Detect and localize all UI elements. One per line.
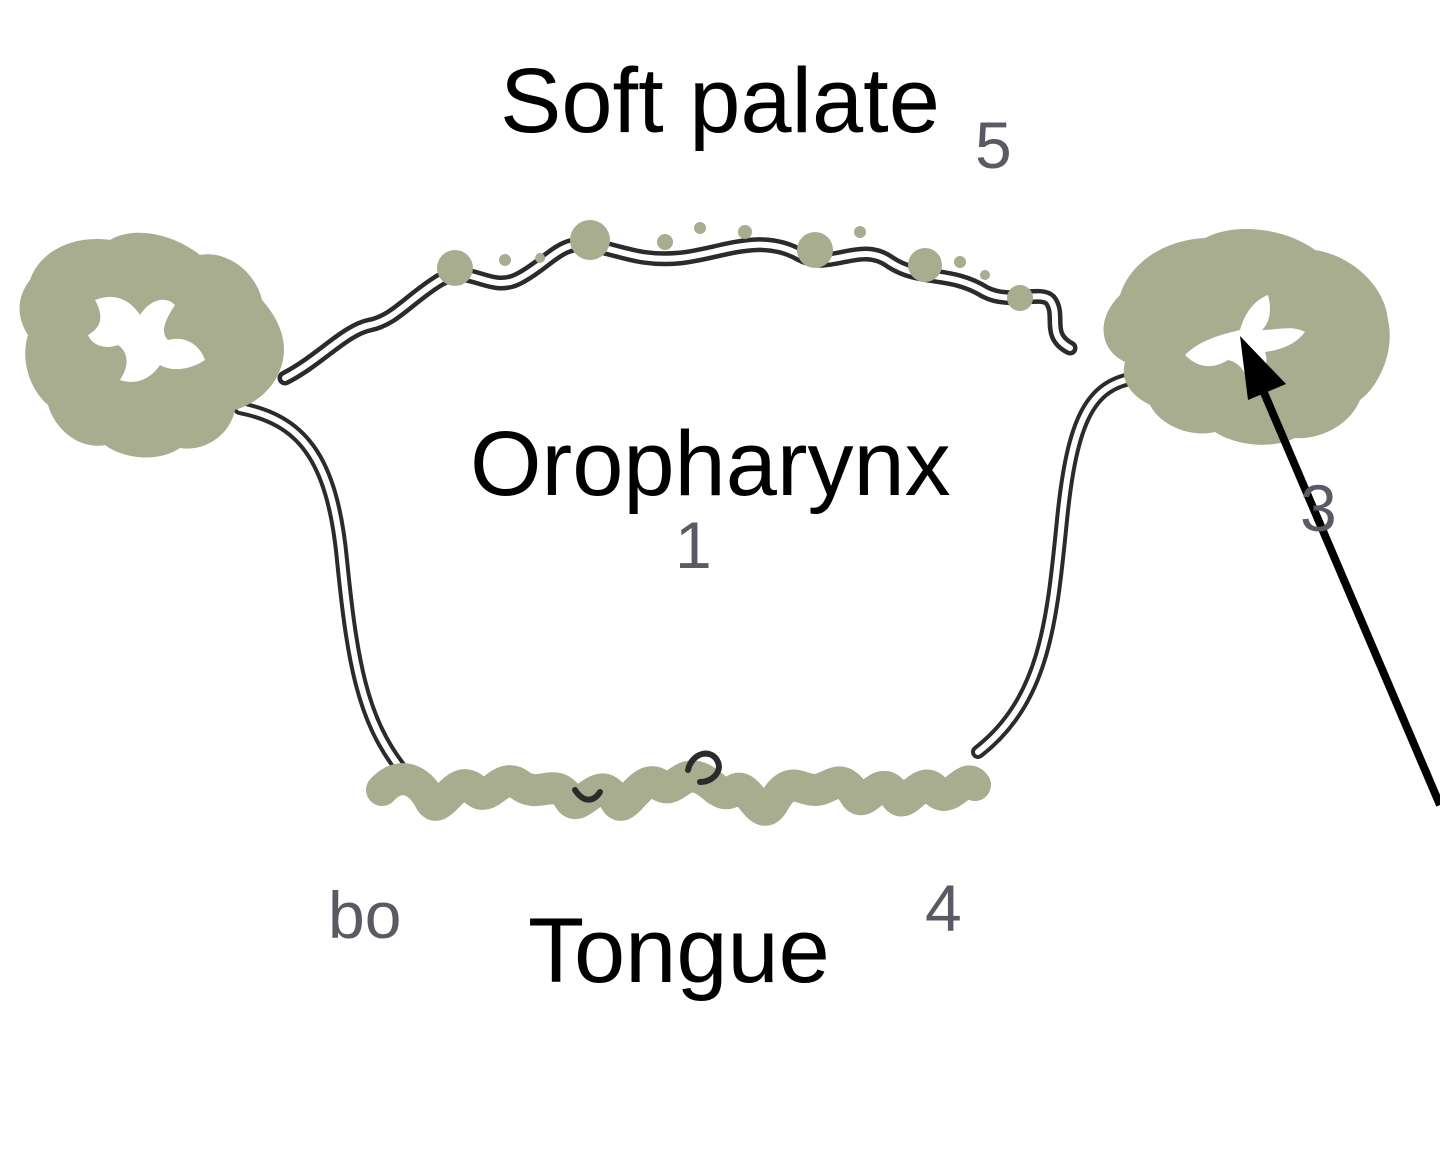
number-1-label: 1 bbox=[675, 508, 712, 582]
tongue-surface bbox=[366, 750, 991, 826]
right-lateral-wall bbox=[971, 371, 1142, 759]
arrow-icon bbox=[1240, 336, 1440, 807]
number-5-label: 5 bbox=[975, 108, 1012, 182]
number-3-label: 3 bbox=[1300, 471, 1337, 545]
number-4-label: 4 bbox=[925, 871, 962, 945]
soft-palate-label: Soft palate bbox=[500, 50, 940, 152]
left-tonsil bbox=[19, 232, 284, 458]
left-lateral-wall bbox=[233, 401, 409, 777]
soft-palate-mucosa bbox=[277, 236, 1078, 386]
bo-label: bo bbox=[328, 878, 402, 952]
right-tonsil bbox=[1103, 228, 1390, 445]
tongue-label: Tongue bbox=[528, 900, 830, 1002]
oropharynx-label: Oropharynx bbox=[470, 413, 951, 515]
soft-palate-glands bbox=[437, 220, 1033, 311]
